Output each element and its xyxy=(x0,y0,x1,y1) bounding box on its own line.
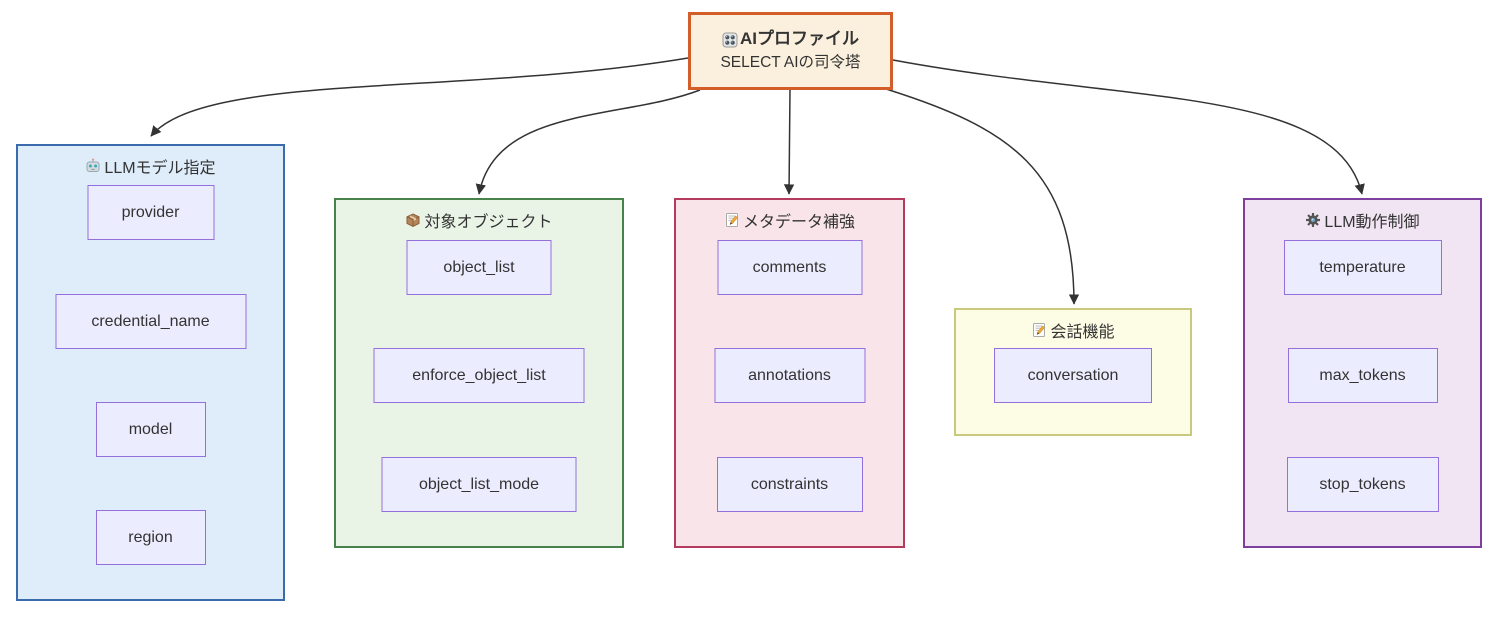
field-node-annotations: annotations xyxy=(714,348,865,403)
group-title: 対象オブジェクト xyxy=(424,214,553,231)
group-title: メタデータ補強 xyxy=(742,214,855,231)
field-node-enforce-object-list: enforce_object_list xyxy=(373,348,585,403)
edge-root-to-objects xyxy=(475,89,701,195)
group-title: LLM動作制御 xyxy=(1324,214,1420,231)
group-metadata: メタデータ補強 comments annotations constraints xyxy=(674,198,905,548)
edge-root-to-conversation xyxy=(885,88,1080,305)
field-node-stop-tokens: stop_tokens xyxy=(1286,457,1439,512)
field-node-region: region xyxy=(95,510,206,565)
group-llm-model: LLMモデル指定 provider credential_name model … xyxy=(16,144,285,601)
field-node-conversation: conversation xyxy=(994,348,1152,403)
field-node-credential-name: credential_name xyxy=(55,294,246,349)
field-node-model: model xyxy=(95,402,206,457)
group-llm-control: LLM動作制御 temperature max_tokens stop_toke… xyxy=(1243,198,1482,548)
gear-icon xyxy=(1305,212,1321,228)
group-target-objects: 対象オブジェクト object_list enforce_object_list… xyxy=(334,198,624,548)
root-subtitle: SELECT AIの司令塔 xyxy=(720,54,861,72)
package-icon xyxy=(405,212,421,228)
field-node-provider: provider xyxy=(87,185,214,240)
root-title: AIプロファイル xyxy=(740,29,859,49)
group-title: 会話機能 xyxy=(1050,324,1115,341)
field-node-constraints: constraints xyxy=(716,457,863,512)
field-node-comments: comments xyxy=(717,240,862,295)
memo-icon xyxy=(724,212,740,228)
edge-root-to-metadata xyxy=(783,89,795,195)
field-node-temperature: temperature xyxy=(1283,240,1442,295)
field-node-object-list: object_list xyxy=(406,240,552,295)
robot-icon xyxy=(85,158,101,174)
edge-root-to-llm-model xyxy=(150,57,689,137)
field-node-max-tokens: max_tokens xyxy=(1287,348,1438,403)
memo-icon xyxy=(1031,322,1047,338)
group-title: LLMモデル指定 xyxy=(104,160,216,177)
control-knobs-icon xyxy=(722,32,738,48)
field-node-object-list-mode: object_list_mode xyxy=(381,457,577,512)
group-conversation: 会話機能 conversation xyxy=(954,308,1192,436)
edge-root-to-control xyxy=(892,59,1365,195)
root-node: AIプロファイル SELECT AIの司令塔 xyxy=(688,12,893,90)
